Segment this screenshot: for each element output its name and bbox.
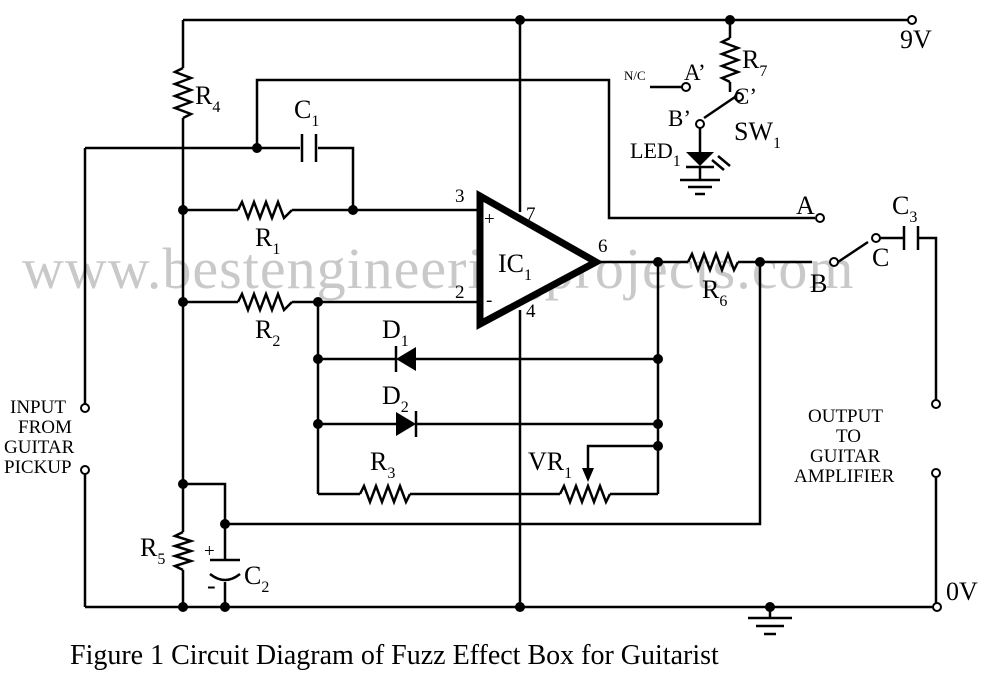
ic1-pin-4: 4	[526, 301, 536, 322]
resistor-r7	[718, 36, 742, 84]
label-0v: 0V	[946, 577, 978, 606]
label-r1: R1	[255, 223, 280, 258]
junctions	[178, 15, 775, 612]
svg-text:TO: TO	[836, 426, 861, 447]
resistors	[170, 36, 742, 572]
label-d1: D1	[382, 315, 409, 350]
figure-caption: Figure 1 Circuit Diagram of Fuzz Effect …	[70, 640, 719, 671]
label-r6: R6	[702, 275, 727, 310]
label-d2: D2	[382, 381, 409, 416]
ic1-pin-3: 3	[455, 186, 465, 207]
op-amp-ic1	[476, 189, 604, 330]
capacitor-c2	[209, 558, 241, 582]
watermark-text: www.bestengineeringprojects.com	[22, 236, 855, 301]
svg-text:GUITAR: GUITAR	[4, 437, 75, 458]
switch-terminal-b-prime: B’	[668, 106, 691, 131]
switch-terminal-a: A	[796, 191, 815, 220]
diode-d2	[396, 411, 418, 437]
capacitor-c3	[902, 226, 920, 250]
label-r4: R4	[195, 81, 220, 116]
label-9v: 9V	[900, 25, 932, 54]
label-vr1: VR1	[528, 447, 572, 482]
resistor-r3	[358, 482, 412, 506]
label-c2: C2	[244, 561, 269, 596]
svg-text:OUTPUT: OUTPUT	[808, 406, 883, 427]
switch-terminal-c-prime: C’	[734, 84, 757, 109]
label-led1: LED1	[630, 138, 681, 170]
label-sw1: SW1	[734, 117, 781, 152]
resistor-vr1	[558, 482, 612, 506]
svg-text:INPUT: INPUT	[10, 397, 66, 418]
c2-plus-sign: +	[204, 541, 215, 562]
diode-d1	[394, 346, 416, 372]
vr1-wiper-arrow	[582, 468, 594, 482]
switch-nc-label: N/C	[624, 68, 646, 83]
resistor-r2	[236, 290, 293, 314]
ic1-pin-7: 7	[526, 204, 536, 225]
ic1-plus-sign: +	[484, 209, 495, 230]
ic1-label: IC1	[498, 249, 532, 284]
input-label: INPUT FROM GUITAR PICKUP	[4, 397, 75, 478]
label-c3: C3	[892, 191, 917, 226]
svg-text:PICKUP: PICKUP	[4, 457, 72, 478]
diodes	[394, 152, 731, 437]
led-1	[686, 152, 731, 171]
svg-text:AMPLIFIER: AMPLIFIER	[794, 466, 895, 487]
ic1-pin-2: 2	[455, 282, 465, 303]
resistor-r5	[170, 530, 196, 572]
output-label: OUTPUT TO GUITAR AMPLIFIER	[794, 406, 895, 487]
c2-minus-sign: -	[207, 571, 216, 600]
switch-terminal-b: B	[810, 269, 827, 298]
capacitors	[209, 134, 920, 582]
switch-terminal-c: C	[872, 243, 889, 272]
terminals	[80, 15, 942, 612]
svg-text:FROM: FROM	[18, 417, 72, 438]
resistor-r4	[171, 66, 195, 120]
svg-text:GUITAR: GUITAR	[810, 446, 881, 467]
capacitor-c1	[300, 134, 318, 162]
ic1-minus-sign: -	[486, 290, 492, 311]
ic1-pin-6: 6	[598, 236, 608, 257]
resistor-r6	[686, 250, 740, 274]
resistor-r1	[236, 198, 293, 222]
label-r5: R5	[140, 533, 165, 568]
label-r2: R2	[255, 315, 280, 350]
label-r3: R3	[370, 447, 395, 482]
switch-terminal-a-prime: A’	[684, 60, 706, 85]
label-c1: C1	[294, 95, 319, 130]
label-r7: R7	[742, 45, 767, 80]
